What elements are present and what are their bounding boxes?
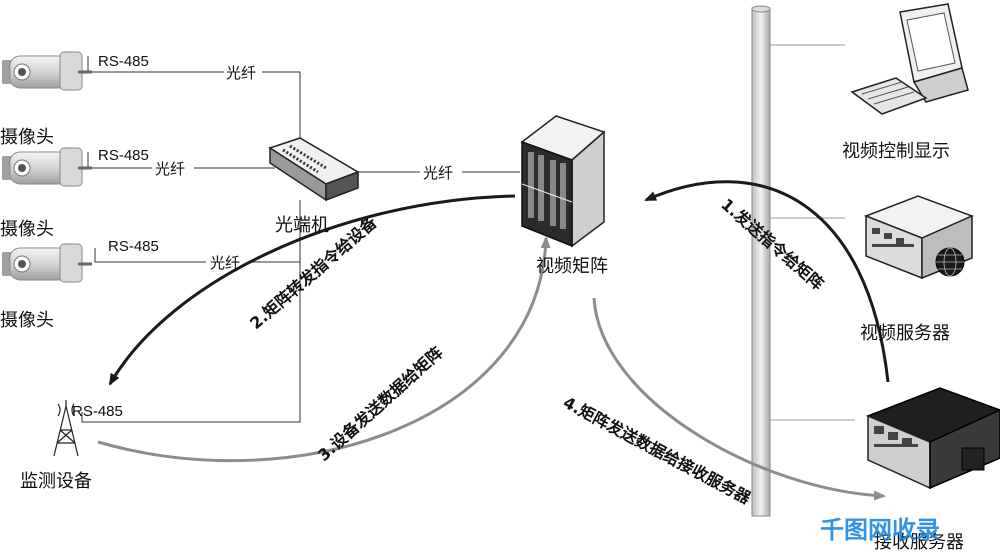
node-labels: 摄像头 摄像头 摄像头 光端机 视频矩阵 视频控制显示 视频服务器 监测设备 接… — [0, 127, 964, 552]
camera-3 — [2, 243, 92, 283]
rs485-label-1: RS-485 — [98, 53, 149, 70]
video-server-label: 视频服务器 — [860, 323, 950, 344]
step-labels: 1.发送指令给矩阵 2.矩阵转发指令给设备 3.设备发送数据给矩阵 4.矩阵发送… — [246, 195, 827, 509]
watermark: 千图网收录 — [820, 516, 940, 544]
fiber-label-4: 光纤 — [423, 164, 453, 182]
arrow-step-3 — [97, 236, 551, 463]
video-control-display-label: 视频控制显示 — [842, 141, 950, 162]
video-matrix-icon — [520, 115, 606, 248]
arrow-step-1 — [644, 180, 890, 383]
camera-1 — [2, 51, 92, 91]
camera-1-label: 摄像头 — [0, 127, 54, 148]
rs485-label-2: RS-485 — [98, 147, 149, 164]
camera-3-label: 摄像头 — [0, 310, 54, 331]
fiber-label-3: 光纤 — [210, 254, 240, 272]
fiber-label-2: 光纤 — [155, 160, 185, 178]
fiber-label-1: 光纤 — [226, 64, 256, 82]
backbone-pole — [751, 5, 771, 517]
arrow-step-2 — [108, 194, 516, 386]
camera-2-label: 摄像头 — [0, 219, 54, 240]
step-3-label: 3.设备发送数据给矩阵 — [314, 343, 447, 465]
rs485-label-4: RS-485 — [72, 403, 123, 420]
link-labels: RS-485 RS-485 RS-485 RS-485 光纤 光纤 光纤 光纤 — [72, 53, 453, 420]
optical-terminal-label: 光端机 — [275, 215, 329, 236]
video-matrix-label: 视频矩阵 — [536, 256, 608, 277]
rs485-label-3: RS-485 — [108, 238, 159, 255]
receiving-server-label: 接收服务器 — [874, 532, 964, 552]
arrow-step-4 — [592, 297, 886, 501]
monitoring-device-label: 监测设备 — [20, 471, 92, 492]
optical-terminal-icon — [268, 137, 360, 202]
receiving-server-icon — [865, 387, 1000, 490]
flow-arrows — [97, 180, 890, 501]
camera-2 — [2, 147, 92, 187]
wiring — [81, 44, 855, 423]
video-server-icon — [863, 195, 974, 280]
computer-icon — [850, 3, 969, 115]
antenna-icon — [53, 400, 79, 457]
